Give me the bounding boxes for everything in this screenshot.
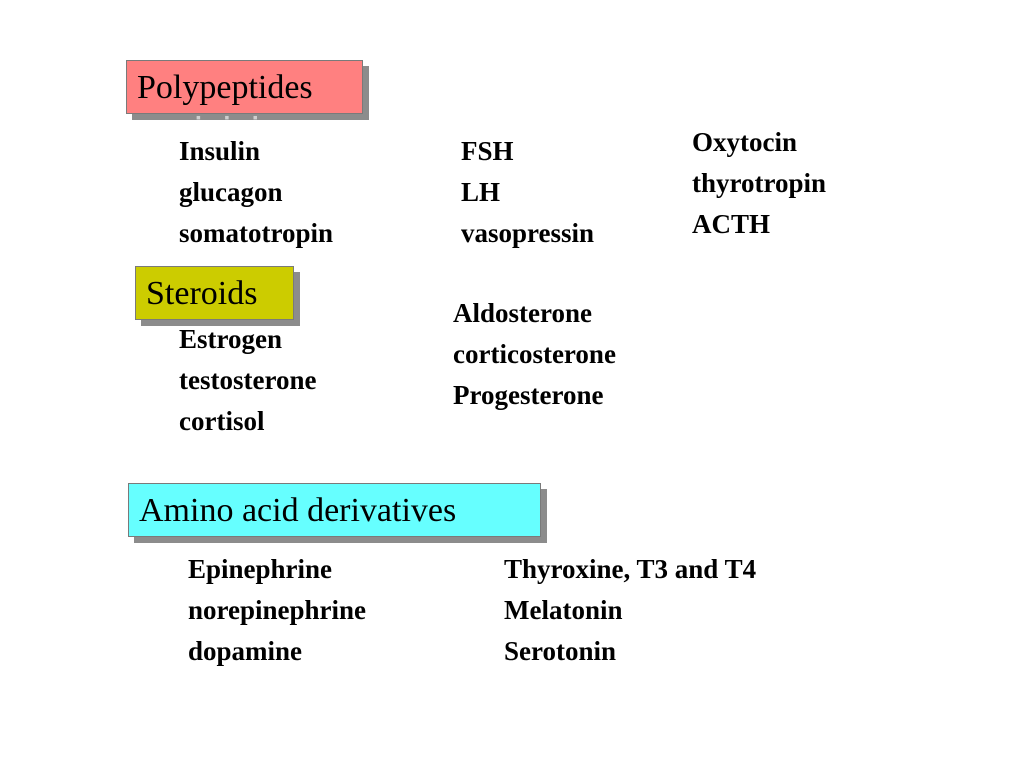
list-item: thyrotropin <box>692 168 827 198</box>
list-item: Serotonin <box>504 636 617 666</box>
list-item: Estrogen <box>179 324 283 354</box>
faint-decoration: ▪ ▪ ▪ <box>196 111 268 126</box>
list-item: testosterone <box>179 365 317 395</box>
list-item: Aldosterone <box>453 298 592 328</box>
amino-acid-derivatives-heading: Amino acid derivatives <box>128 483 541 537</box>
list-item: Epinephrine <box>188 554 333 584</box>
polypeptides-list-2: FSH LH vasopressin <box>461 131 594 254</box>
amino-list-2: Thyroxine, T3 and T4 Melatonin Serotonin <box>504 549 756 672</box>
list-item: norepinephrine <box>188 595 367 625</box>
list-item: glucagon <box>179 177 283 207</box>
steroids-heading: Steroids <box>135 266 294 320</box>
steroids-list-2: Aldosterone corticosterone Progesterone <box>453 293 616 416</box>
list-item: dopamine <box>188 636 303 666</box>
list-item: LH <box>461 177 501 207</box>
list-item: Melatonin <box>504 595 623 625</box>
list-item: FSH <box>461 136 514 166</box>
polypeptides-heading: Polypeptides <box>126 60 363 114</box>
list-item: vasopressin <box>461 218 595 248</box>
list-item: somatotropin <box>179 218 334 248</box>
list-item: Insulin <box>179 136 261 166</box>
amino-list-1: Epinephrine norepinephrine dopamine <box>188 549 366 672</box>
polypeptides-list-1: Insulin glucagon somatotropin <box>179 131 333 254</box>
list-item: ACTH <box>692 209 771 239</box>
steroids-list-1: Estrogen testosterone cortisol <box>179 319 316 442</box>
list-item: Thyroxine, T3 and T4 <box>504 554 757 584</box>
polypeptides-list-3: Oxytocin thyrotropin ACTH <box>692 122 826 245</box>
list-item: Progesterone <box>453 380 604 410</box>
list-item: corticosterone <box>453 339 616 369</box>
list-item: Oxytocin <box>692 127 797 157</box>
list-item: cortisol <box>179 406 265 436</box>
